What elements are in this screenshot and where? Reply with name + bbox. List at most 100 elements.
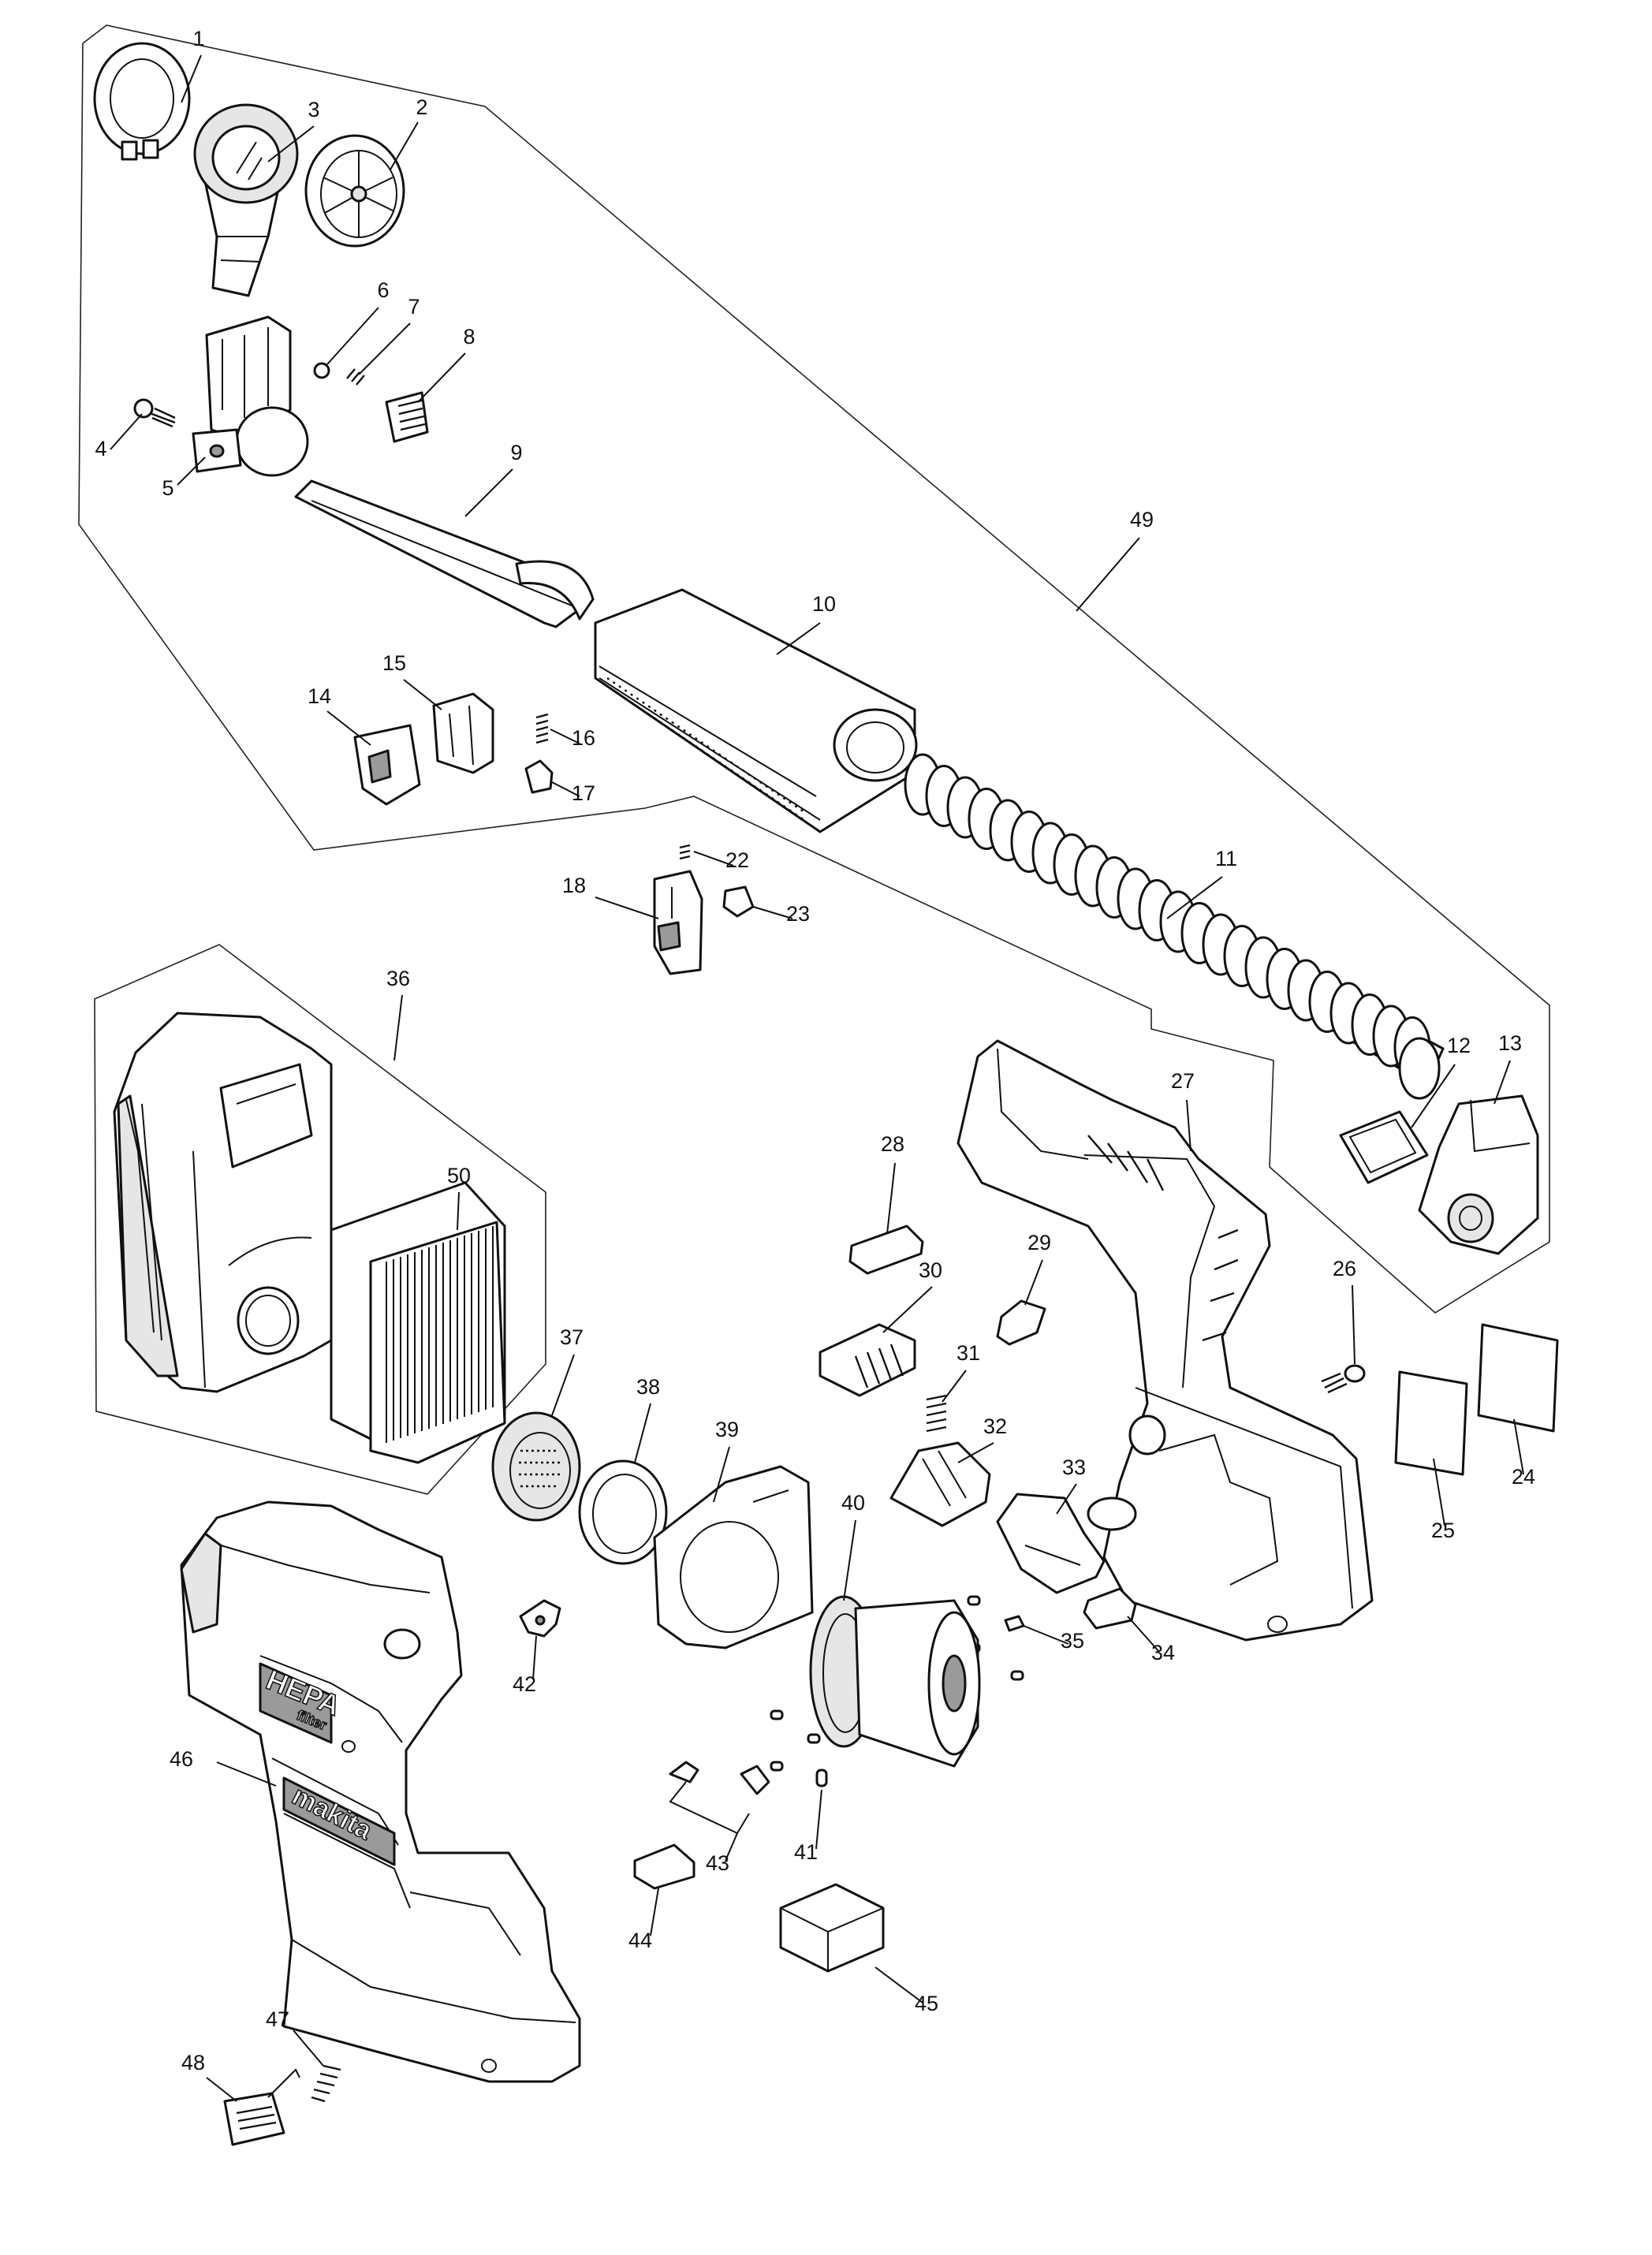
leader-line-23: [752, 906, 793, 919]
leader-line-47: [293, 2030, 324, 2067]
part-6-ball: [313, 362, 330, 379]
callout-12: 12: [1447, 1034, 1471, 1057]
callout-3: 3: [308, 98, 319, 121]
part-11-hose: [904, 753, 1445, 1100]
callout-39: 39: [715, 1418, 739, 1441]
callout-8: 8: [463, 325, 475, 348]
part-30-terminal: [819, 1323, 916, 1397]
assembly-36-boundary: [94, 944, 546, 1495]
leader-line-25: [1433, 1458, 1445, 1526]
assembly-49-boundary: [78, 24, 1550, 1314]
leader-line-10: [776, 622, 821, 655]
leader-line-26: [1352, 1284, 1356, 1365]
part-22-spring: [679, 844, 691, 860]
part-5-body: [192, 315, 309, 477]
callout-43: 43: [706, 1851, 729, 1875]
leader-line-22: [693, 851, 734, 867]
leader-line-35: [1023, 1625, 1069, 1645]
part-29-lever: [996, 1299, 1046, 1346]
part-13-end-cap: [1418, 1094, 1539, 1255]
callout-2: 2: [416, 95, 427, 119]
part-40-motor: [809, 1595, 981, 1768]
callout-18: 18: [562, 874, 586, 897]
leader-line-41: [815, 1789, 822, 1850]
callout-31: 31: [957, 1341, 980, 1365]
callout-17: 17: [572, 781, 595, 805]
callout-27: 27: [1171, 1069, 1195, 1093]
callout-33: 33: [1062, 1456, 1086, 1479]
part-10-case: [594, 588, 918, 833]
callout-40: 40: [841, 1491, 865, 1515]
leader-line-16: [550, 729, 580, 744]
callout-24: 24: [1512, 1465, 1535, 1489]
leader-line-8: [417, 352, 466, 403]
callout-11: 11: [1215, 847, 1237, 870]
callout-49: 49: [1130, 508, 1154, 531]
leader-line-40: [843, 1519, 856, 1601]
part-25-label: [1394, 1370, 1468, 1476]
leader-line-38: [634, 1403, 651, 1463]
leader-line-7: [358, 322, 411, 375]
callout-48: 48: [181, 2051, 205, 2074]
callout-7: 7: [408, 295, 420, 319]
part-26-screw: [1321, 1364, 1366, 1394]
part-7-spring: [346, 368, 365, 386]
part-39-fan-guide: [653, 1465, 814, 1649]
part-33-switch: [996, 1493, 1106, 1594]
callout-16: 16: [572, 726, 595, 750]
callout-28: 28: [881, 1132, 904, 1156]
part-46-front-housing: HEPA filter makita: [180, 1500, 581, 2083]
leader-line-50: [457, 1191, 460, 1231]
leader-line-12: [1411, 1064, 1456, 1128]
part-15-bracket: [432, 692, 494, 774]
leader-line-34: [1127, 1616, 1160, 1653]
callout-41: 41: [794, 1840, 818, 1864]
callout-42: 42: [513, 1672, 536, 1696]
leader-line-37: [551, 1354, 575, 1416]
leader-line-5: [177, 457, 206, 486]
leader-line-13: [1494, 1060, 1511, 1105]
part-45-pad: [779, 1883, 885, 1973]
callout-38: 38: [636, 1375, 660, 1399]
part-37-seal: [491, 1411, 581, 1522]
callout-25: 25: [1431, 1519, 1455, 1542]
part-41-pin: [815, 1769, 828, 1787]
leader-line-29: [1024, 1259, 1043, 1306]
callout-37: 37: [560, 1325, 584, 1349]
callout-26: 26: [1333, 1257, 1356, 1280]
leader-line-49: [1076, 537, 1140, 612]
leader-line-33: [1056, 1483, 1077, 1515]
leader-line-4: [110, 413, 143, 450]
leader-line-27: [1186, 1099, 1191, 1152]
callout-35: 35: [1061, 1629, 1084, 1653]
part-36-dust-box: [113, 1012, 333, 1393]
leader-line-31: [942, 1370, 967, 1403]
leader-line-43: [725, 1832, 738, 1862]
part-9-channel: [294, 479, 595, 628]
callout-30: 30: [919, 1258, 942, 1282]
part-23-clip: [722, 885, 755, 918]
callout-1: 1: [192, 27, 204, 50]
part-2-cap: [304, 134, 405, 248]
leader-line-17: [551, 781, 580, 797]
part-50-filter: [330, 1181, 506, 1464]
part-47-spring: [311, 2064, 341, 2103]
part-48-button: [223, 2068, 300, 2146]
leader-line-3: [267, 125, 315, 162]
leader-line-48: [206, 2077, 237, 2102]
part-14-button: [353, 724, 421, 806]
part-18-slider: [653, 870, 703, 975]
callout-44: 44: [628, 1929, 652, 1952]
leader-line-39: [713, 1446, 730, 1503]
callout-34: 34: [1151, 1641, 1175, 1664]
part-42-clip: [519, 1599, 561, 1638]
leader-line-11: [1166, 876, 1223, 919]
part-35-pin: [1004, 1615, 1025, 1632]
part-28-cover: [848, 1224, 924, 1275]
leader-line-36: [393, 994, 403, 1061]
part-24-label: [1477, 1323, 1559, 1433]
callout-36: 36: [386, 967, 410, 990]
leader-line-30: [882, 1286, 933, 1333]
